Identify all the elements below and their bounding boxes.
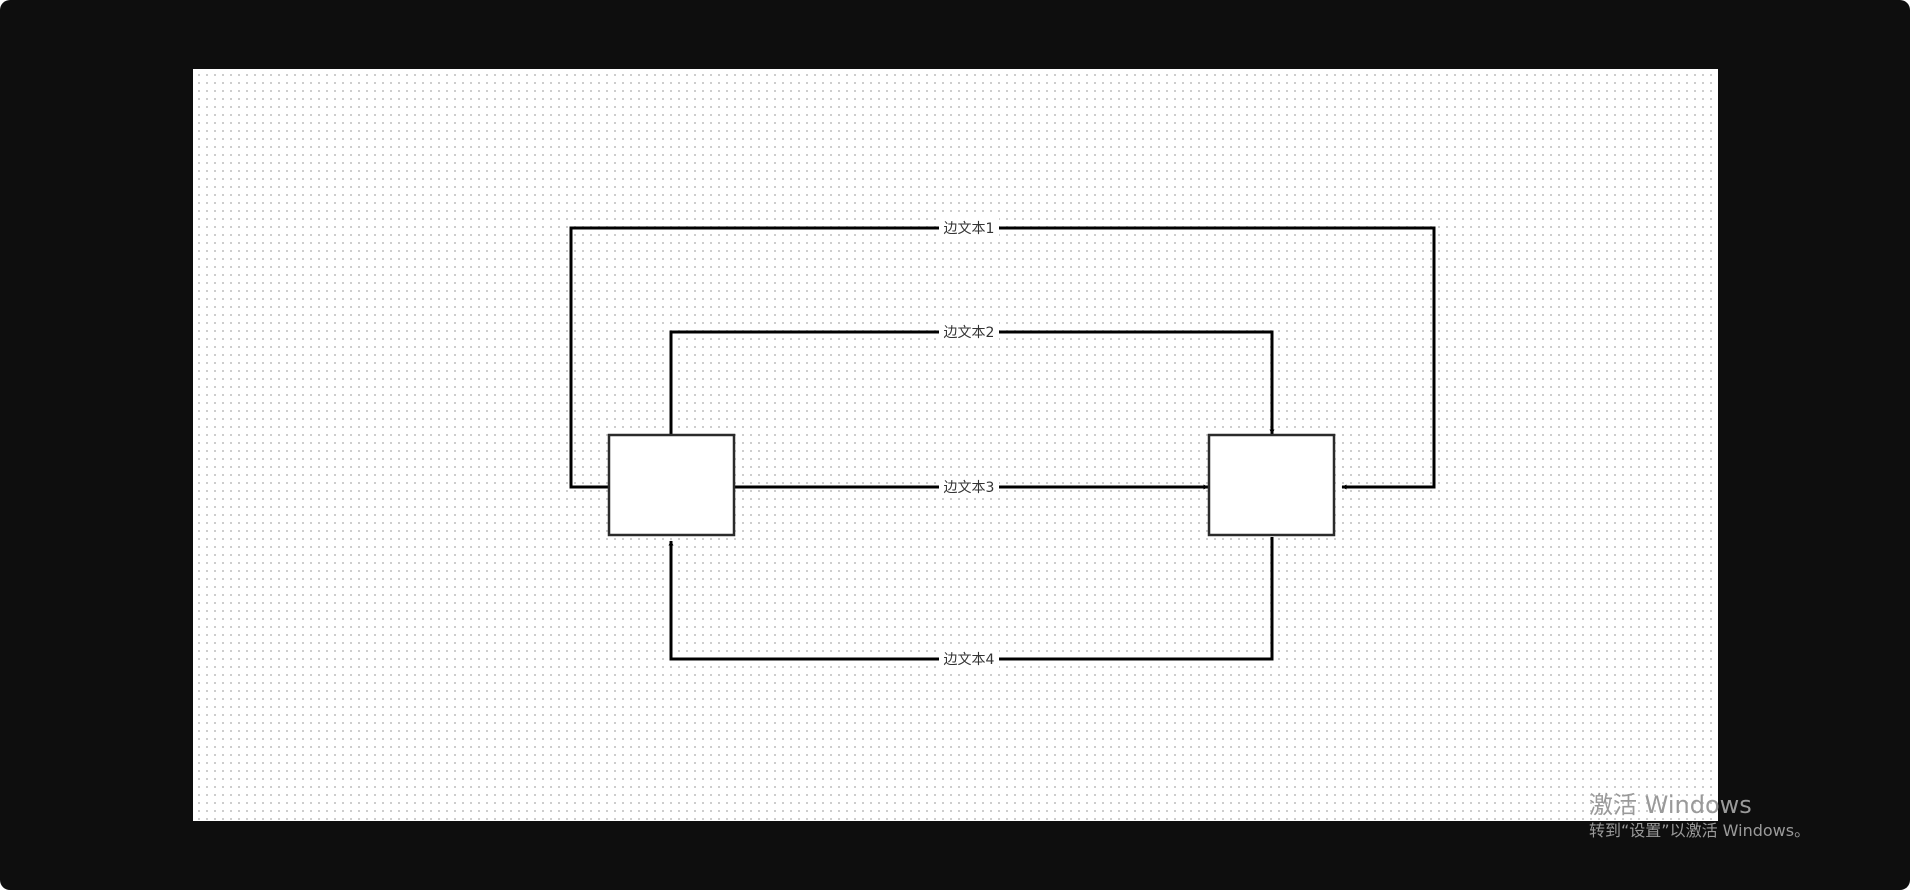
edge-3-label: 边文本3	[944, 480, 995, 496]
watermark-subtitle: 转到“设置”以激活 Windows。	[1589, 821, 1811, 840]
edge-3-label-group[interactable]: 边文本3	[939, 477, 999, 497]
edge-4-label: 边文本4	[944, 652, 995, 668]
edge-2-label-group[interactable]: 边文本2	[939, 322, 999, 342]
flowchart-diagram: 边文本1 边文本2 边文本3 边文本4	[569, 218, 1436, 669]
right-node[interactable]	[1207, 433, 1336, 537]
left-node[interactable]	[607, 433, 736, 537]
edge-1-label-group[interactable]: 边文本1	[939, 218, 999, 238]
edge-2-label: 边文本2	[944, 325, 995, 341]
edge-1-label: 边文本1	[944, 221, 995, 237]
edge-1-path[interactable]	[569, 226, 1436, 490]
edge-4-label-group[interactable]: 边文本4	[939, 649, 999, 669]
edge-4-path[interactable]	[668, 537, 1274, 661]
edge-2-path[interactable]	[669, 330, 1275, 435]
diagram-canvas[interactable]: 边文本1 边文本2 边文本3 边文本4	[193, 69, 1718, 821]
